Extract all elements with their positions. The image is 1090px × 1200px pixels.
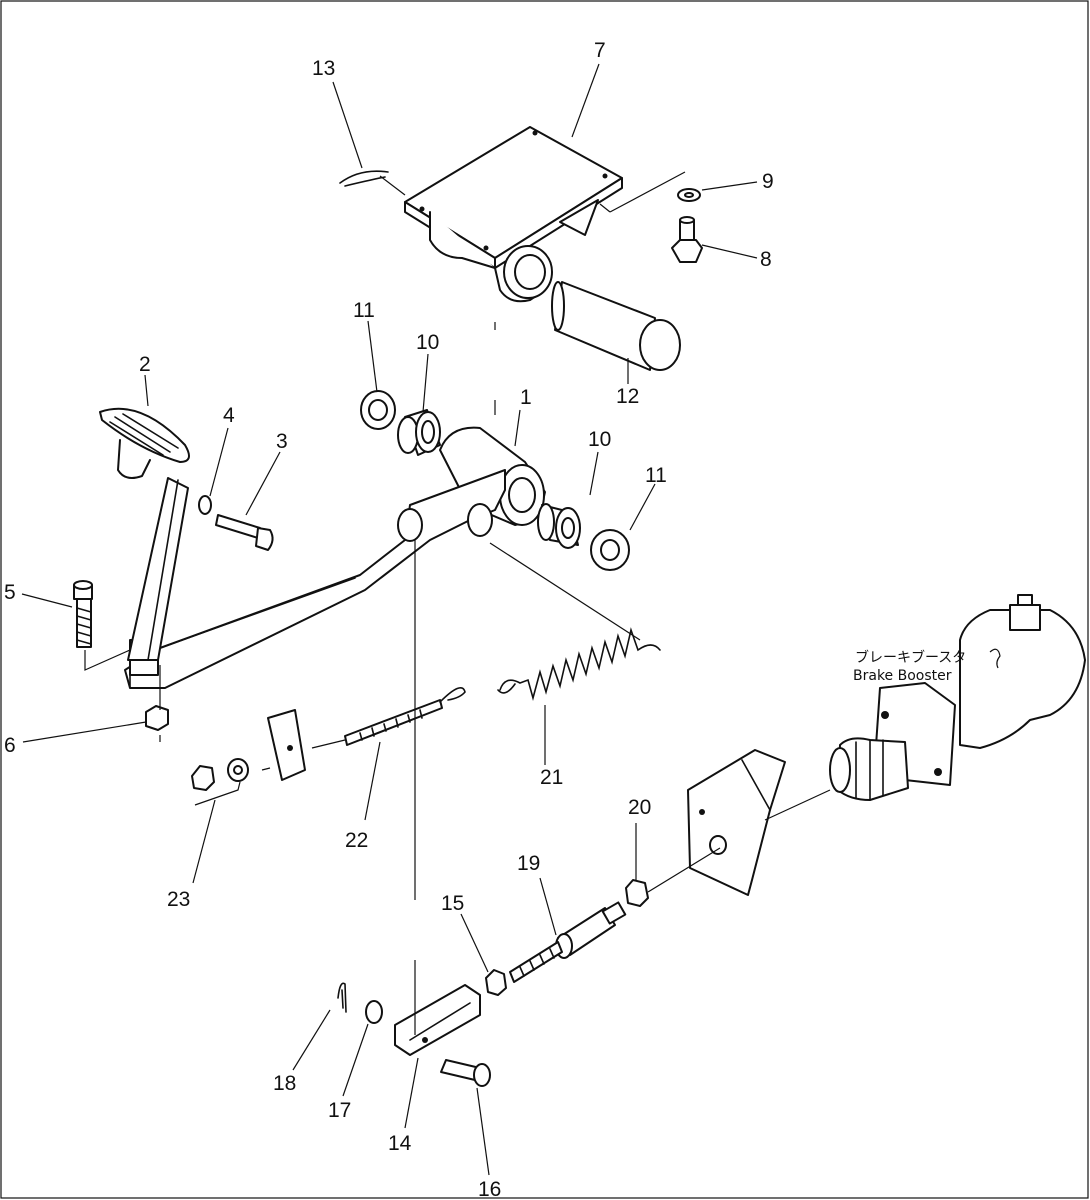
brake-booster-note-leader <box>989 648 1001 669</box>
cotter-pin-18 <box>337 982 347 1013</box>
stopper-bolt-5 <box>73 580 93 648</box>
nut-6 <box>145 705 169 731</box>
mounting-bracket <box>687 749 786 896</box>
grease-fitting-8 <box>671 216 703 263</box>
bearing-11-upper <box>360 390 396 430</box>
clevis-14 <box>394 984 481 1056</box>
callout-10-right: 10 <box>588 428 611 451</box>
rod-22 <box>344 686 466 746</box>
cotter-pin-13 <box>339 170 389 187</box>
callout-9: 9 <box>762 170 774 193</box>
nut-20 <box>625 879 649 907</box>
callout-23: 23 <box>167 888 190 911</box>
bolt-3 <box>215 514 274 551</box>
pedal-shaft-12 <box>551 281 681 371</box>
callout-11-right: 11 <box>645 464 667 487</box>
rod-plate <box>267 709 306 781</box>
callout-11-upper: 11 <box>353 299 375 322</box>
brake-booster <box>829 594 1086 801</box>
callout-2: 2 <box>139 353 151 376</box>
callout-20: 20 <box>628 796 651 819</box>
nut-23 <box>191 765 215 791</box>
clevis-pin-16 <box>440 1059 491 1087</box>
callout-4: 4 <box>223 404 235 427</box>
brake-booster-note: ブレーキブースタ Brake Booster <box>853 648 1001 684</box>
nut-15 <box>485 969 507 996</box>
callout-6: 6 <box>4 734 16 757</box>
bushing-10-upper <box>397 409 441 456</box>
pushrod-19 <box>509 901 627 983</box>
washer-9 <box>677 188 701 202</box>
spring-21 <box>497 627 661 702</box>
washer-23 <box>227 758 249 782</box>
callout-21: 21 <box>540 766 563 789</box>
pedal-arm-1 <box>124 426 546 689</box>
bushing-10-right <box>537 503 581 549</box>
washer-17 <box>365 1000 383 1024</box>
bearing-11-right <box>590 529 630 571</box>
pedal-bracket <box>404 126 623 303</box>
callout-12: 12 <box>616 385 639 408</box>
callout-19: 19 <box>517 852 540 875</box>
callout-13: 13 <box>312 57 335 80</box>
callout-labels: 1 2 3 4 5 6 7 8 9 10 10 11 11 12 13 14 1… <box>4 39 774 1200</box>
pedal-lever <box>127 477 189 661</box>
callout-14: 14 <box>388 1132 412 1155</box>
callout-22: 22 <box>345 829 368 852</box>
leader-lines <box>21 63 831 1176</box>
callout-7: 7 <box>594 39 606 62</box>
callout-5: 5 <box>4 581 16 604</box>
callout-17: 17 <box>328 1099 351 1122</box>
callout-10-upper: 10 <box>416 331 439 354</box>
pedal-pad-2 <box>99 407 190 479</box>
callout-8: 8 <box>760 248 772 271</box>
callout-1: 1 <box>520 386 532 409</box>
callout-15: 15 <box>441 892 464 915</box>
callout-3: 3 <box>276 430 288 453</box>
brake-booster-label-jp: ブレーキブースタ <box>855 649 966 666</box>
callout-18: 18 <box>273 1072 296 1095</box>
brake-booster-label-en: Brake Booster <box>853 668 952 684</box>
washer-4 <box>198 495 212 515</box>
callout-16: 16 <box>478 1178 501 1200</box>
